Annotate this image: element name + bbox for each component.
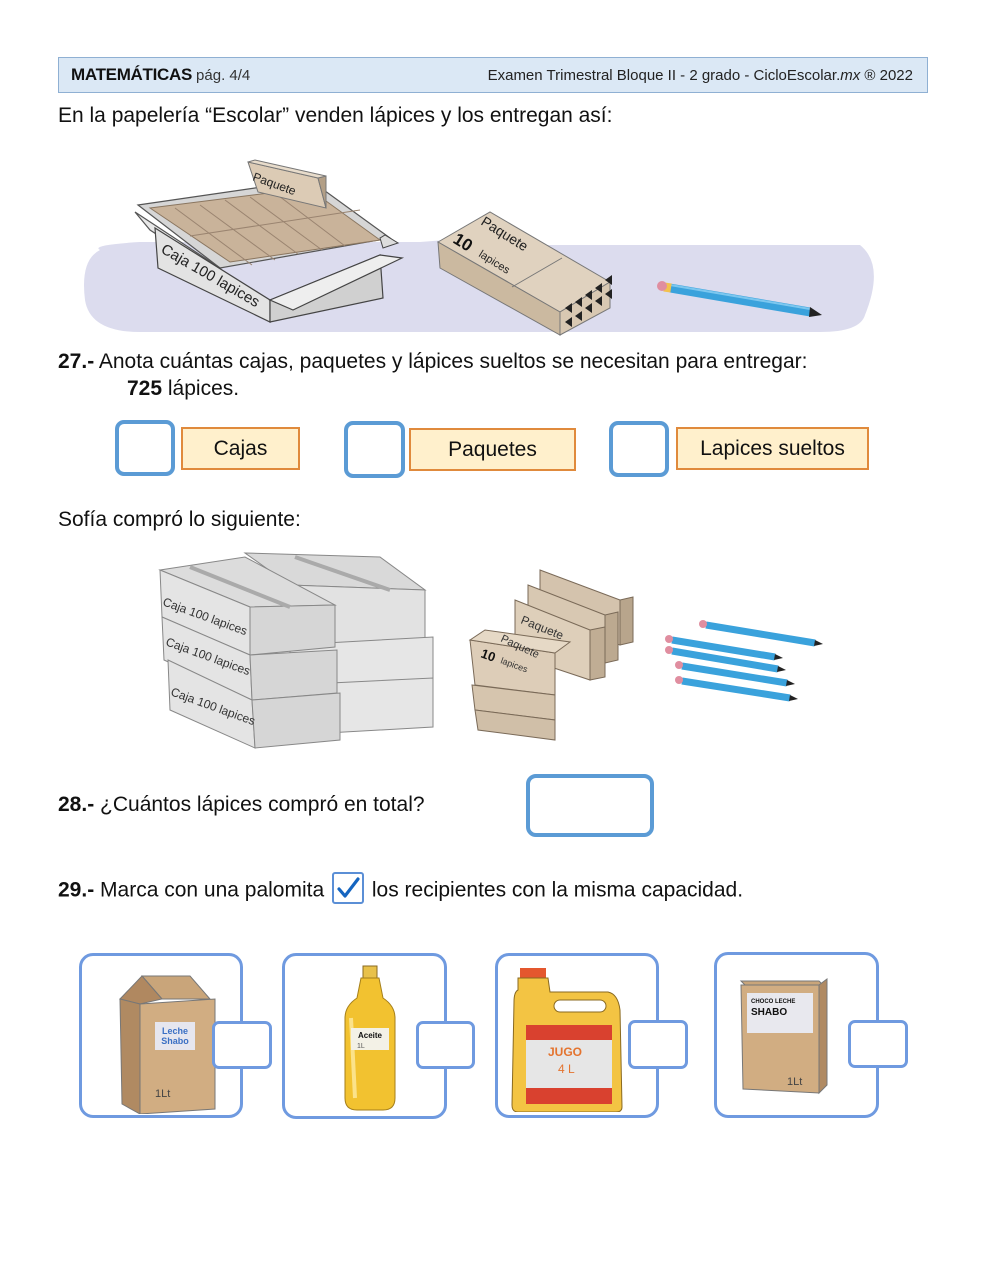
- stacked-packets-icon: [468, 569, 634, 741]
- cajas-answer-input[interactable]: [115, 420, 175, 476]
- q27-text: Anota cuántas cajas, paquetes y lápices …: [98, 350, 808, 373]
- purchase-text: Sofía compró lo siguiente:: [58, 508, 301, 531]
- exam-title-year: ® 2022: [860, 67, 913, 84]
- choco-milk-box-icon: CHOCO LECHE SHABO 1Lt: [739, 978, 828, 1095]
- juice-jug-icon: JUGO 4 L: [511, 968, 623, 1112]
- q29-question: 29.- Marca con una palomita los recipien…: [58, 872, 744, 907]
- container-card-juice: JUGO 4 L: [495, 953, 659, 1118]
- exam-title: Examen Trimestral Bloque II - 2 grado - …: [488, 67, 913, 84]
- pencil-packet-icon: Paquete 10 lapices: [436, 211, 612, 336]
- exam-title-text: Examen Trimestral Bloque II - 2 grado - …: [487, 67, 841, 84]
- exam-title-mx: mx: [840, 67, 861, 84]
- milk-brand: Leche: [162, 1026, 188, 1036]
- q29-text-after: los recipientes con la misma capacidad.: [371, 878, 744, 902]
- q27-question: 27.- Anota cuántas cajas, paquetes y láp…: [58, 350, 807, 374]
- page-number: pág. 4/4: [196, 67, 251, 84]
- intro-text: En la papelería “Escolar” venden lápices…: [58, 104, 613, 127]
- cajas-label: Cajas: [181, 427, 300, 470]
- oil-bottle-icon: Aceite 1L: [344, 965, 396, 1111]
- subject-title: MATEMÁTICAS: [71, 65, 193, 84]
- choco-checkbox[interactable]: [848, 1020, 908, 1068]
- paquetes-answer-input[interactable]: [344, 421, 405, 478]
- q28-question: 28.- ¿Cuántos lápices compró en total?: [58, 793, 425, 817]
- juice-checkbox[interactable]: [628, 1020, 688, 1069]
- oil-checkbox[interactable]: [416, 1021, 475, 1069]
- milk-checkbox[interactable]: [212, 1021, 272, 1069]
- container-card-milk: Leche Shabo 1Lt: [79, 953, 243, 1118]
- q28-text: ¿Cuántos lápices compró en total?: [100, 793, 425, 816]
- checkmark-icon: [332, 872, 364, 904]
- packet-count-label: 10: [479, 646, 498, 665]
- paquetes-label: Paquetes: [409, 428, 576, 471]
- lapices-sueltos-answer-input[interactable]: [609, 421, 669, 477]
- milk-capacity: 1Lt: [155, 1088, 170, 1100]
- container-card-oil: Aceite 1L: [282, 953, 447, 1119]
- choco-brand2: SHABO: [751, 1007, 787, 1018]
- q27-amount-number: 725: [127, 377, 163, 400]
- juice-brand: JUGO: [548, 1045, 582, 1059]
- oil-brand: Aceite: [358, 1031, 383, 1040]
- lapices-sueltos-label: Lapices sueltos: [676, 427, 869, 470]
- milk-carton-icon: Leche Shabo 1Lt: [119, 975, 216, 1114]
- q28-number: 28.-: [58, 793, 95, 816]
- pencil-icon: [657, 281, 822, 317]
- q27-number: 27.-: [58, 350, 95, 373]
- choco-capacity: 1Lt: [787, 1076, 802, 1088]
- purchase-illustration: Caja 100 lapices Caja 100 lapices Caja 1…: [158, 552, 823, 749]
- stacked-boxes-icon: [158, 552, 434, 749]
- juice-capacity: 4 L: [558, 1062, 575, 1076]
- milk-brand2: Shabo: [161, 1036, 189, 1046]
- q29-number: 29.-: [58, 878, 95, 902]
- choco-brand: CHOCO LECHE: [751, 999, 795, 1005]
- pencil-packaging-illustration: Caja 100 lapices Paquete Paquete 10 lapi…: [84, 159, 874, 336]
- q27-amount-unit: lápices.: [167, 377, 240, 400]
- packet-on-box-icon: Paquete: [247, 159, 327, 209]
- oil-capacity: 1L: [357, 1043, 365, 1050]
- q29-text-before: Marca con una palomita: [100, 878, 325, 902]
- loose-pencils-icon: [665, 620, 823, 702]
- total-pencils-answer-input[interactable]: [526, 774, 654, 837]
- q27-amount: 725 lápices.: [127, 377, 239, 401]
